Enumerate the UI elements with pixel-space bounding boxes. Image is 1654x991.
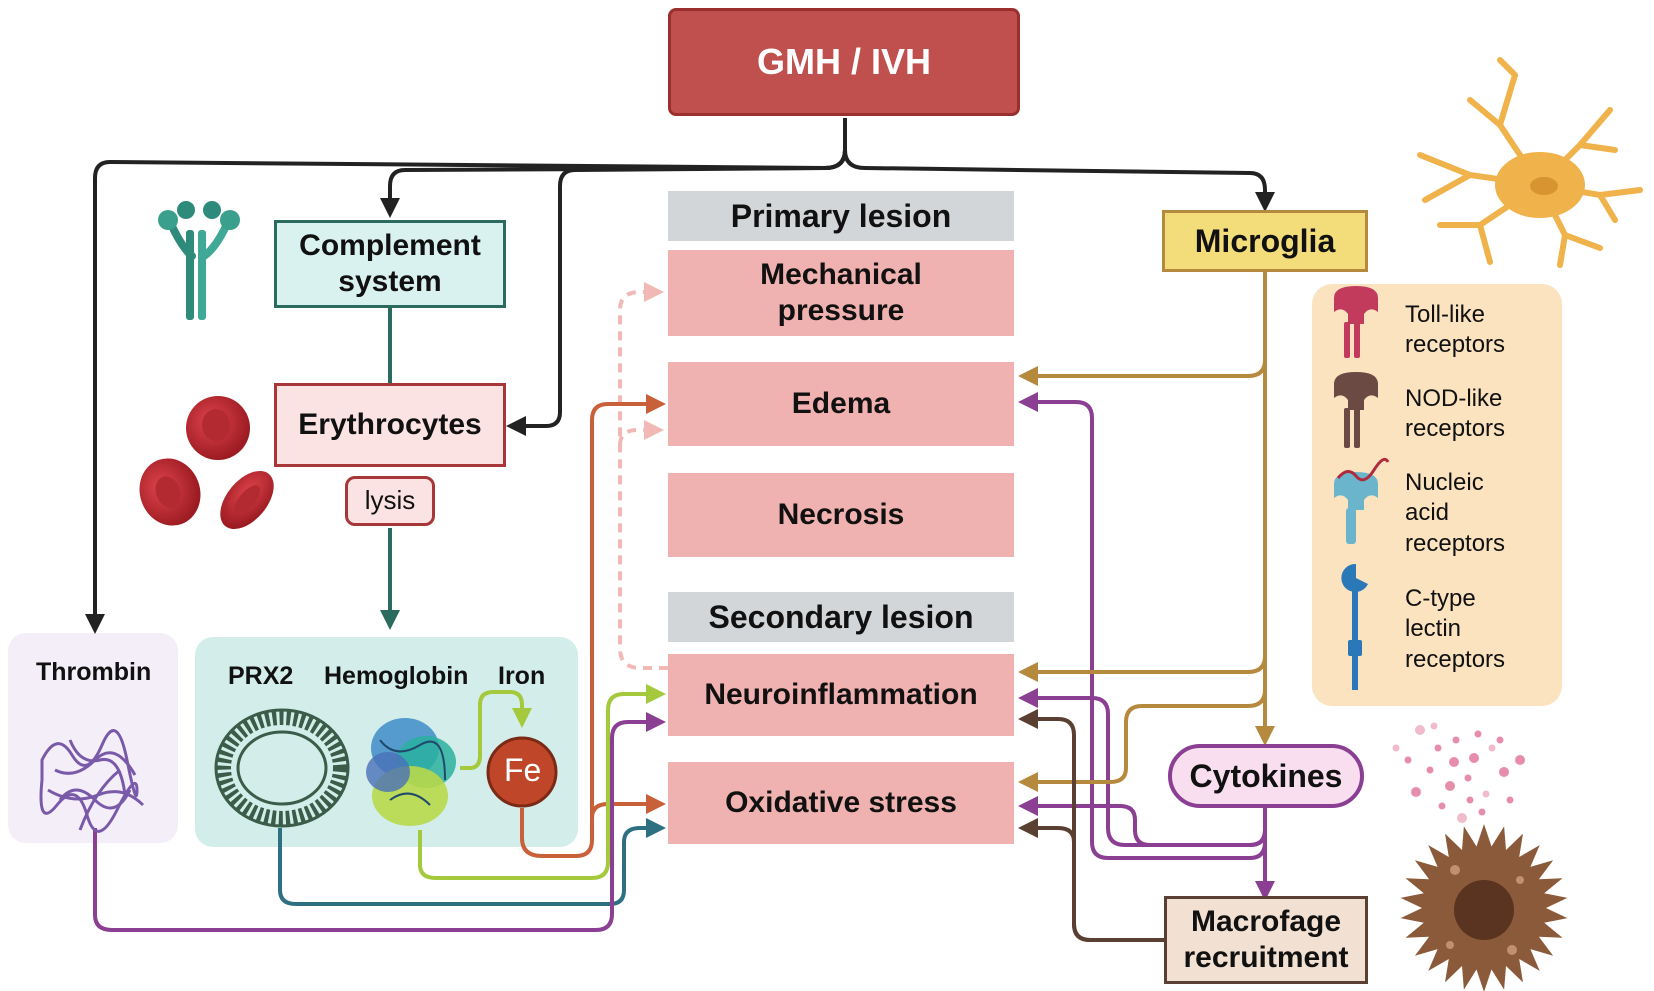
c-type-lectin-line3: receptors — [1405, 645, 1506, 673]
nod-like-receptor-icon — [1334, 372, 1378, 448]
prx2-label: PRX2 — [228, 662, 294, 690]
gmh-branch-arrows — [85, 118, 1275, 634]
cytokine-dot — [1430, 722, 1438, 730]
nucleic-acid-line3: receptors — [1405, 529, 1506, 557]
microglia-box: Microglia — [1162, 210, 1368, 272]
mechanical-pressure-label-line1: Mechanical — [760, 258, 922, 291]
secondary-lesion-header: Secondary lesion — [668, 592, 1014, 642]
toll-like-receptor-label: Toll-like receptors — [1405, 300, 1505, 361]
toll-like-line2: receptors — [1405, 331, 1506, 359]
primary-lesion-header: Primary lesion — [668, 191, 1014, 241]
complement-label-line1: Complement — [299, 229, 481, 262]
cytokine-dots-icon — [1392, 722, 1525, 823]
hemoglobin-arrows — [418, 684, 666, 880]
prx2-protein-icon — [214, 708, 350, 828]
complement-protein-icon — [158, 201, 240, 320]
gmh-ivh-title-box: GMH / IVH — [668, 8, 1020, 116]
macrofage-label-line1: Macrofage — [1190, 905, 1342, 938]
cytokine-dot — [1506, 796, 1514, 804]
cytokine-dot — [1415, 725, 1425, 735]
red-blood-cells-icon — [139, 396, 274, 530]
nucleic-acid-receptor-label: Nucleic acid receptors — [1405, 468, 1505, 559]
cytokine-dot — [1488, 744, 1496, 752]
mechanical-pressure-label-line2: pressure — [777, 294, 905, 327]
fe-label: Fe — [504, 752, 542, 788]
nod-like-receptor-label: NOD-like receptors — [1405, 384, 1505, 445]
necrosis-box: Necrosis — [668, 473, 1014, 557]
thrombin-protein-icon — [39, 729, 145, 833]
nod-like-line1: NOD-like — [1405, 385, 1503, 412]
c-type-lectin-receptor-label: C-type lectin receptors — [1405, 584, 1505, 675]
dashed-feedback-arrows — [618, 282, 668, 670]
cytokine-dot — [1452, 736, 1460, 744]
cytokine-dot — [1478, 808, 1486, 816]
neuroinflammation-box: Neuroinflammation — [668, 654, 1014, 736]
prx2-arrow — [278, 818, 666, 906]
cytokine-dot — [1464, 774, 1472, 782]
microglia-arrows — [1018, 272, 1275, 792]
cytokine-dot — [1445, 781, 1455, 791]
cytokine-dot — [1392, 744, 1400, 752]
cytokine-dot — [1515, 755, 1525, 765]
cytokines-box: Cytokines — [1168, 744, 1364, 808]
cytokine-dot — [1404, 756, 1412, 764]
toll-like-receptor-icon — [1334, 286, 1378, 358]
cytokine-dot — [1496, 736, 1504, 744]
macrofage-recruitment-box: Macrofage recruitment — [1164, 896, 1368, 984]
cytokine-dot — [1449, 757, 1459, 767]
cytokine-dot — [1457, 813, 1467, 823]
microglia-cell-icon — [1417, 57, 1643, 268]
mechanical-pressure-box: Mechanical pressure — [668, 250, 1014, 336]
complement-system-box: Complement system — [274, 220, 506, 308]
c-type-lectin-line1: C-type — [1405, 585, 1476, 612]
lysis-box: lysis — [345, 476, 435, 526]
complement-label-line2: system — [338, 265, 442, 298]
erythrocytes-box: Erythrocytes — [274, 383, 506, 467]
toll-like-line1: Toll-like — [1405, 301, 1486, 328]
macrophage-cell-icon — [1400, 824, 1568, 991]
nod-like-line2: receptors — [1405, 415, 1506, 443]
purple-arrows — [93, 392, 1275, 932]
iron-circle-icon — [486, 736, 558, 808]
cytokine-dot — [1434, 744, 1442, 752]
nucleic-acid-receptor-icon — [1334, 457, 1390, 544]
cytokine-dot — [1426, 766, 1434, 774]
macrofage-arrows — [1018, 709, 1172, 942]
hemoglobin-label: Hemoglobin — [324, 662, 469, 690]
edema-box: Edema — [668, 362, 1014, 446]
cytokine-dot — [1482, 790, 1490, 798]
iron-label: Iron — [498, 662, 546, 690]
cytokine-dot — [1411, 787, 1421, 797]
c-type-lectin-receptor-icon — [1341, 563, 1368, 690]
hemoglobin-protein-icon — [366, 718, 456, 826]
cytokine-dot — [1469, 753, 1479, 763]
cytokine-dot — [1466, 796, 1474, 804]
cytokine-dot — [1438, 802, 1446, 810]
nucleic-acid-line2: acid — [1405, 499, 1450, 527]
thrombin-label: Thrombin — [36, 658, 152, 686]
c-type-lectin-line2: lectin — [1405, 615, 1462, 643]
nucleic-acid-line1: Nucleic — [1405, 469, 1484, 496]
oxidative-stress-box: Oxidative stress — [668, 762, 1014, 844]
macrofage-label-line2: recruitment — [1183, 941, 1349, 974]
cytokine-dot — [1499, 767, 1509, 777]
cytokine-dot — [1474, 730, 1482, 738]
